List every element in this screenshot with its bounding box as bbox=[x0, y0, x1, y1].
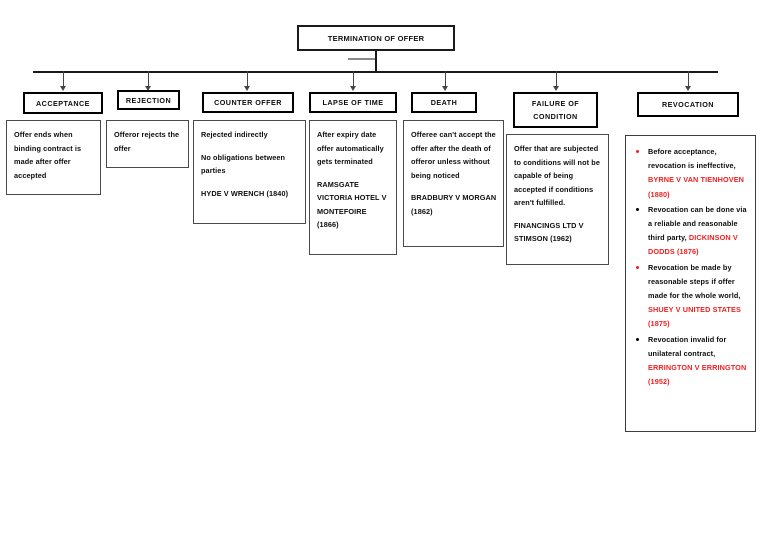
root-node-termination-of-offer: TERMINATION OF OFFER bbox=[297, 25, 455, 51]
case-citation: FINANCINGS LTD V STIMSON (1962) bbox=[514, 220, 584, 244]
root-stem-connector bbox=[375, 51, 377, 72]
header-box-rejection[interactable]: REJECTION bbox=[117, 90, 180, 110]
connector-line-failure-of-condition bbox=[556, 71, 558, 87]
case-citation: BRADBURY V MORGAN (1862) bbox=[411, 193, 497, 216]
bullet-lead-text: Revocation can be done via a reliable an… bbox=[648, 204, 747, 243]
connector-line-revocation bbox=[688, 71, 690, 87]
bullet-marker-icon bbox=[636, 208, 640, 212]
arrow-head-failure-of-condition bbox=[552, 86, 559, 91]
arrow-head-acceptance bbox=[59, 86, 66, 91]
header-label-counter-offer: COUNTER OFFER bbox=[214, 98, 282, 107]
connector-line-acceptance bbox=[63, 71, 65, 87]
connector-line-lapse-of-time bbox=[353, 71, 355, 87]
revocation-bullet-list: Before acceptance, revocation is ineffec… bbox=[632, 145, 748, 389]
header-box-revocation[interactable]: REVOCATION bbox=[637, 92, 739, 117]
case-citation: ERRINGTON V ERRINGTON (1952) bbox=[648, 363, 747, 387]
detail-text: Offer that are subjected to conditions w… bbox=[514, 144, 601, 207]
bullet-lead-text: Revocation be made by reasonable steps i… bbox=[648, 262, 741, 301]
header-label-rejection: REJECTION bbox=[125, 95, 172, 105]
arrow-head-rejection bbox=[144, 86, 151, 91]
detail-box-lapse-of-time: After expiry date offer automatically ge… bbox=[309, 120, 397, 255]
arrow-head-lapse-of-time bbox=[349, 86, 356, 91]
horizontal-distribution-line bbox=[33, 71, 718, 73]
connector-line-rejection bbox=[148, 71, 150, 87]
detail-box-counter-offer: Rejected indirectly No obligations betwe… bbox=[193, 120, 306, 224]
connector-line-death bbox=[445, 71, 447, 87]
header-label-death: DEATH bbox=[430, 98, 458, 107]
case-citation: HYDE V WRENCH (1840) bbox=[201, 188, 289, 198]
arrow-head-death bbox=[441, 86, 448, 91]
arrow-head-counter-offer bbox=[243, 86, 250, 91]
case-citation: SHUEY V UNITED STATES (1875) bbox=[648, 305, 741, 329]
header-box-acceptance[interactable]: ACCEPTANCE bbox=[23, 92, 103, 114]
header-box-lapse-of-time[interactable]: LAPSE OF TIME bbox=[309, 92, 397, 113]
header-box-counter-offer[interactable]: COUNTER OFFER bbox=[202, 92, 294, 113]
list-item: Before acceptance, revocation is ineffec… bbox=[632, 145, 748, 202]
detail-box-acceptance: Offer ends when binding contract is made… bbox=[6, 120, 101, 195]
detail-text: Offer ends when binding contract is made… bbox=[14, 130, 82, 180]
arrow-head-revocation bbox=[684, 86, 691, 91]
list-item: Revocation invalid for unilateral contra… bbox=[632, 333, 748, 390]
bullet-marker-icon bbox=[636, 150, 640, 154]
header-label-acceptance: ACCEPTANCE bbox=[36, 98, 90, 108]
detail-box-rejection: Offeror rejects the offer bbox=[106, 120, 189, 168]
root-underline-dash bbox=[348, 58, 376, 60]
detail-box-death: Offeree can't accept the offer after the… bbox=[403, 120, 504, 247]
case-citation: RAMSGATE VICTORIA HOTEL V MONTEFOIRE (18… bbox=[317, 179, 387, 230]
root-node-label: TERMINATION OF OFFER bbox=[327, 33, 425, 43]
case-citation: DICKINSON V DODDS (1876) bbox=[648, 233, 738, 257]
detail-text: After expiry date offer automatically ge… bbox=[317, 130, 384, 166]
header-box-failure-of-condition[interactable]: FAILURE OF CONDITION bbox=[513, 92, 598, 128]
detail-box-revocation: Before acceptance, revocation is ineffec… bbox=[625, 135, 756, 432]
detail-box-failure-of-condition: Offer that are subjected to conditions w… bbox=[506, 134, 609, 265]
header-label-failure-of-condition: FAILURE OF CONDITION bbox=[531, 99, 580, 121]
bullet-lead-text: Revocation invalid for unilateral contra… bbox=[648, 334, 727, 358]
detail-text: Offeree can't accept the offer after the… bbox=[411, 130, 496, 180]
list-item: Revocation can be done via a reliable an… bbox=[632, 203, 748, 260]
header-label-revocation: REVOCATION bbox=[662, 100, 714, 109]
detail-text: Rejected indirectly bbox=[201, 130, 268, 139]
bullet-marker-icon bbox=[636, 265, 640, 269]
header-label-lapse-of-time: LAPSE OF TIME bbox=[322, 98, 384, 107]
connector-line-counter-offer bbox=[247, 71, 249, 87]
case-citation: BYRNE V VAN TIENHOVEN (1880) bbox=[648, 175, 745, 199]
header-box-death[interactable]: DEATH bbox=[411, 92, 477, 113]
detail-text: Offeror rejects the offer bbox=[114, 130, 180, 153]
list-item: Revocation be made by reasonable steps i… bbox=[632, 261, 748, 332]
bullet-marker-icon bbox=[636, 337, 640, 342]
bullet-lead-text: Before acceptance, revocation is ineffec… bbox=[648, 147, 736, 171]
detail-text: No obligations between parties bbox=[201, 152, 286, 176]
